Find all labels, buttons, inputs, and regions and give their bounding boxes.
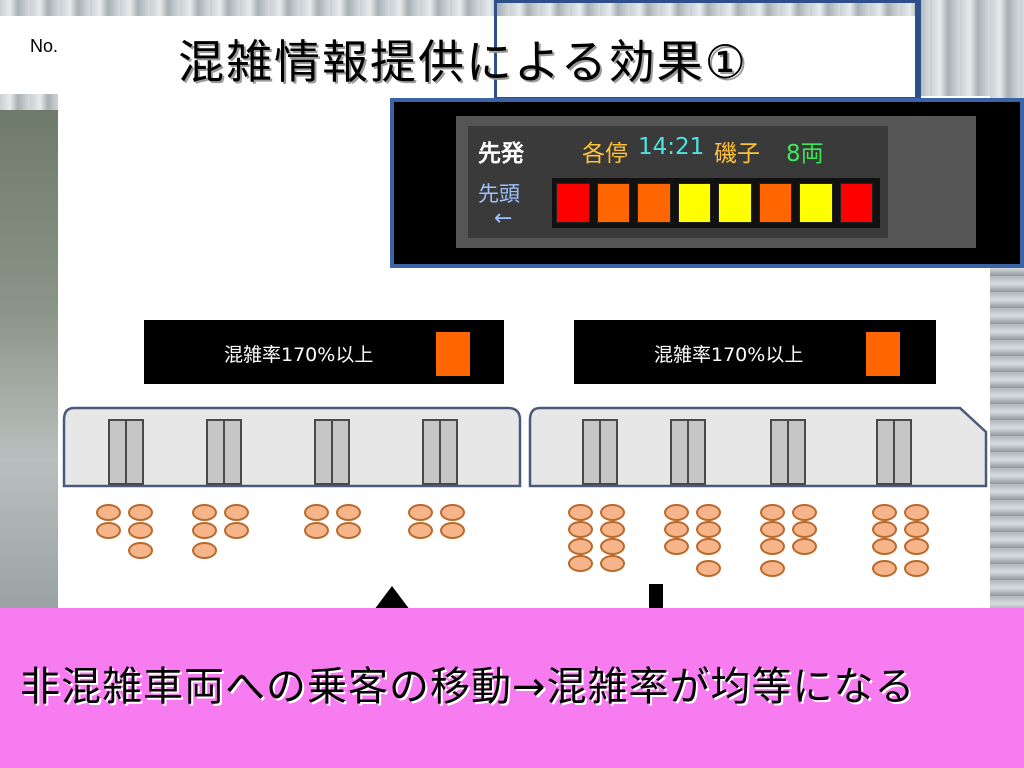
passenger-icon: [336, 522, 361, 539]
passenger-icon: [696, 504, 721, 521]
passenger-icon: [224, 522, 249, 539]
passenger-icon: [600, 538, 625, 555]
board-housing: 先発 各停 14:21 磯子 8両 先頭 ←: [456, 116, 976, 248]
train-car-right: [528, 406, 988, 488]
congestion-color-square: [436, 332, 470, 376]
train-door: [582, 419, 618, 485]
passenger-icon: [440, 504, 465, 521]
passenger-icon: [224, 504, 249, 521]
train-door: [876, 419, 912, 485]
departure-board: 先発 各停 14:21 磯子 8両 先頭 ←: [390, 98, 1024, 268]
car-congestion-bar: [552, 178, 880, 228]
passenger-icon: [904, 560, 929, 577]
background-right: [990, 260, 1024, 620]
bottom-banner: [0, 608, 1024, 768]
car-congestion-cell: [637, 183, 671, 223]
car-congestion-cell: [556, 183, 590, 223]
board-destination: 磯子: [714, 141, 760, 167]
passenger-icon: [760, 504, 785, 521]
passenger-icon: [792, 538, 817, 555]
car-congestion-cell: [758, 183, 792, 223]
slide-title: 混雑情報提供による効果①: [178, 35, 748, 89]
congestion-sign-text: 混雑率170%以上: [654, 344, 804, 366]
passenger-icon: [128, 522, 153, 539]
train-door: [314, 419, 350, 485]
background-left: [0, 110, 58, 610]
passenger-icon: [760, 538, 785, 555]
title-band: [58, 16, 920, 96]
train-door: [206, 419, 242, 485]
passenger-icon: [336, 504, 361, 521]
passenger-icon: [904, 504, 929, 521]
passenger-icon: [696, 521, 721, 538]
passenger-icon: [872, 560, 897, 577]
congestion-sign-left: 混雑率170%以上: [144, 320, 504, 384]
car-congestion-cell: [799, 183, 833, 223]
passenger-icon: [568, 504, 593, 521]
passenger-icon: [408, 522, 433, 539]
passenger-icon: [792, 521, 817, 538]
train-door: [770, 419, 806, 485]
board-label-departure: 先発: [478, 141, 524, 167]
passenger-icon: [792, 504, 817, 521]
train-door: [670, 419, 706, 485]
car-congestion-cell: [718, 183, 752, 223]
passenger-icon: [568, 555, 593, 572]
passenger-icon: [872, 504, 897, 521]
board-label-front: 先頭: [478, 182, 520, 206]
car-congestion-cell: [677, 183, 711, 223]
train-door: [108, 419, 144, 485]
passenger-icon: [696, 538, 721, 555]
car-congestion-cell: [839, 183, 873, 223]
board-cars: 8両: [786, 141, 824, 167]
passenger-icon: [440, 522, 465, 539]
passenger-icon: [192, 542, 217, 559]
passenger-icon: [568, 538, 593, 555]
passenger-icon: [760, 560, 785, 577]
passenger-icon: [760, 521, 785, 538]
title-frame-right: [918, 0, 921, 100]
car-congestion-cell: [596, 183, 630, 223]
passenger-icon: [600, 555, 625, 572]
passenger-icon: [600, 521, 625, 538]
board-train-kind: 各停: [582, 141, 628, 167]
passenger-icon: [664, 504, 689, 521]
passenger-icon: [904, 521, 929, 538]
passenger-icon: [872, 538, 897, 555]
passenger-icon: [664, 538, 689, 555]
passenger-icon: [304, 504, 329, 521]
front-arrow-icon: ←: [494, 206, 513, 231]
passenger-icon: [192, 504, 217, 521]
passenger-icon: [128, 542, 153, 559]
passenger-icon: [96, 504, 121, 521]
passenger-icon: [304, 522, 329, 539]
passenger-icon: [872, 521, 897, 538]
passenger-icon: [904, 538, 929, 555]
board-screen: 先発 各停 14:21 磯子 8両 先頭 ←: [468, 126, 888, 238]
board-time: 14:21: [638, 134, 705, 160]
train-door: [422, 419, 458, 485]
passenger-icon: [96, 522, 121, 539]
passenger-icon: [408, 504, 433, 521]
passenger-icon: [664, 521, 689, 538]
passenger-icon: [696, 560, 721, 577]
congestion-color-square: [866, 332, 900, 376]
passenger-icon: [128, 504, 153, 521]
passenger-icon: [600, 504, 625, 521]
train-cars: [62, 406, 988, 488]
train-car-left: [62, 406, 522, 488]
congestion-sign-text: 混雑率170%以上: [224, 344, 374, 366]
passenger-icon: [192, 522, 217, 539]
passenger-icon: [568, 521, 593, 538]
banner-text: 非混雑車両への乗客の移動→混雑率が均等になる: [20, 664, 916, 710]
congestion-sign-right: 混雑率170%以上: [574, 320, 936, 384]
